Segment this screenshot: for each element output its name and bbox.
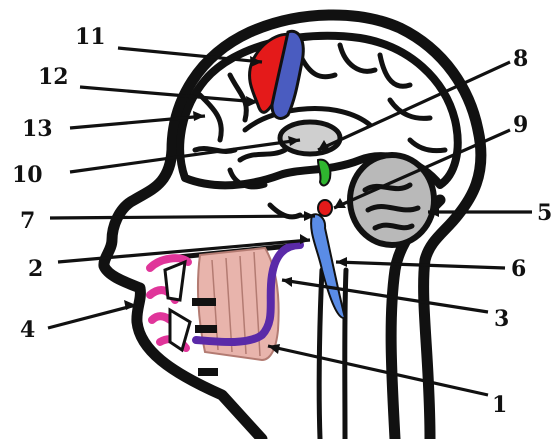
green-region <box>318 160 330 186</box>
brainstem-line-left <box>319 270 322 439</box>
label-4: 4 <box>20 317 35 343</box>
label-5: 5 <box>537 200 552 226</box>
label-6: 6 <box>511 256 526 282</box>
label-9: 9 <box>513 112 528 138</box>
label-3: 3 <box>494 306 509 332</box>
label-8: 8 <box>513 46 528 72</box>
brainstem-line-right <box>345 270 346 439</box>
label-7: 7 <box>20 208 35 234</box>
label-11: 11 <box>75 24 106 50</box>
label-10: 10 <box>12 162 43 188</box>
label-2: 2 <box>28 256 43 282</box>
red-dot-region <box>318 200 332 216</box>
label-13: 13 <box>22 116 53 142</box>
leader-line-7 <box>50 216 315 218</box>
label-12: 12 <box>38 64 69 90</box>
label-1: 1 <box>492 392 507 418</box>
